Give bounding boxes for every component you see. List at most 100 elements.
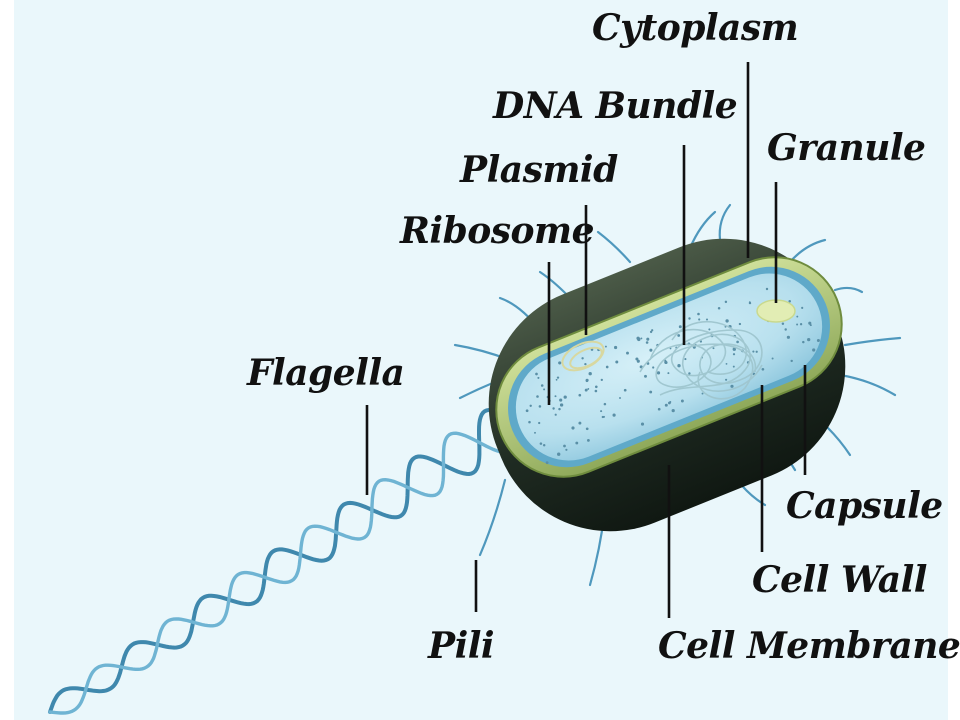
ribosome-dot <box>528 420 531 424</box>
pilus <box>833 286 864 294</box>
ribosome-dot <box>712 347 715 350</box>
ribosome-dot <box>656 371 661 375</box>
ribosome-dot <box>698 318 701 321</box>
ribosome-dot <box>539 442 543 445</box>
ribosome-dot <box>585 379 589 383</box>
ribosome-dot <box>657 407 661 411</box>
ribosome-dot <box>802 340 805 344</box>
ribosome-dot <box>669 401 672 403</box>
ribosome-dot <box>555 378 558 381</box>
ribosome-dot <box>732 347 736 351</box>
ribosome-dot <box>765 287 769 291</box>
ribosome-dot <box>559 403 564 407</box>
ribosome-dot <box>538 405 542 408</box>
ribosome-dot <box>781 322 785 325</box>
ribosome-dot <box>801 306 804 309</box>
ribosome-dot <box>545 461 549 465</box>
ribosome-dot <box>587 387 590 390</box>
ribosome-dot <box>646 337 650 341</box>
ribosome-dot <box>784 328 787 331</box>
ribosome-dot <box>605 365 609 369</box>
ribosome-dot <box>725 362 728 365</box>
ribosome-dot <box>635 357 639 361</box>
ribosome-dot <box>594 385 598 389</box>
ribosome-dot <box>538 421 541 425</box>
ribosome-dot <box>537 376 540 379</box>
ribosome-dot <box>748 301 752 305</box>
ribosome-dot <box>626 351 629 355</box>
ribosome-dot <box>732 365 735 368</box>
ribosome-dot <box>525 409 529 413</box>
ribosome-dot <box>649 348 653 352</box>
ribosome-dot <box>684 358 687 361</box>
ribosome-dot <box>559 398 563 402</box>
ribosome-dot <box>615 360 619 364</box>
ribosome-dot <box>542 443 546 447</box>
label-dna-bundle: DNA Bundle <box>493 85 738 127</box>
label-granule: Granule <box>767 127 926 169</box>
ribosome-dot <box>688 372 691 375</box>
ribosome-dot <box>736 340 739 344</box>
ribosome-dot <box>664 361 668 364</box>
ribosome-dot <box>771 357 774 360</box>
ribosome-dot <box>796 315 799 318</box>
ribosome-dot <box>730 384 734 388</box>
pilus <box>478 478 507 557</box>
ribosome-dot <box>755 350 758 353</box>
ribosome-dot <box>649 390 653 394</box>
ribosome-dot <box>790 359 793 363</box>
ribosome-dot <box>717 307 721 310</box>
ribosome-dot <box>816 339 820 342</box>
ribosome-dot <box>601 415 604 419</box>
ribosome-dot <box>667 372 670 375</box>
ribosome-dot <box>558 361 562 365</box>
ribosome-dot <box>584 362 587 366</box>
ribosome-dot <box>812 348 816 352</box>
ribosome-dot <box>594 389 598 393</box>
ribosome-dot <box>708 328 711 331</box>
ribosome-dot <box>614 345 618 350</box>
ribosome-dot <box>604 345 607 348</box>
label-capsule: Capsule <box>786 485 943 527</box>
ribosome-dot <box>738 322 742 326</box>
label-flagella: Flagella <box>247 352 405 394</box>
pilus <box>788 238 827 264</box>
ribosome-dot <box>807 337 811 342</box>
ribosome-dot <box>678 325 682 329</box>
ribosome-dot <box>603 402 607 406</box>
ribosome-dot <box>584 388 588 392</box>
ribosome-dot <box>636 336 640 340</box>
pilus <box>843 336 902 347</box>
ribosome-dot <box>640 337 643 340</box>
ribosome-dot <box>699 340 703 343</box>
label-cell-wall: Cell Wall <box>752 559 927 601</box>
ribosome-dot <box>677 334 681 337</box>
ribosome-dot <box>536 395 539 398</box>
ribosome-dot <box>529 404 532 407</box>
ribosome-dot <box>565 448 568 451</box>
ribosome-dot <box>554 395 557 398</box>
ribosome-dot <box>671 408 675 413</box>
label-cytoplasm: Cytoplasm <box>592 7 799 49</box>
ribosome-dot <box>808 321 812 325</box>
ribosome-dot <box>732 353 736 356</box>
ribosome-dot <box>554 413 557 416</box>
ribosome-dot <box>636 359 640 363</box>
label-cell-membrane: Cell Membrane <box>658 625 960 667</box>
ribosome-dot <box>623 388 627 392</box>
ribosome-dot <box>761 367 765 371</box>
ribosome-dot <box>701 392 704 395</box>
label-ribosome: Ribosome <box>400 210 595 252</box>
ribosome-dot <box>724 300 728 304</box>
pilus <box>838 373 897 397</box>
ribosome-dot <box>585 427 589 431</box>
ribosome-dot <box>540 384 544 387</box>
ribosome-dot <box>649 330 653 334</box>
ribosome-dot <box>788 299 791 303</box>
granule <box>756 299 796 323</box>
ribosome-dot <box>556 376 560 379</box>
label-plasmid: Plasmid <box>460 149 618 191</box>
plasmid <box>561 340 605 372</box>
